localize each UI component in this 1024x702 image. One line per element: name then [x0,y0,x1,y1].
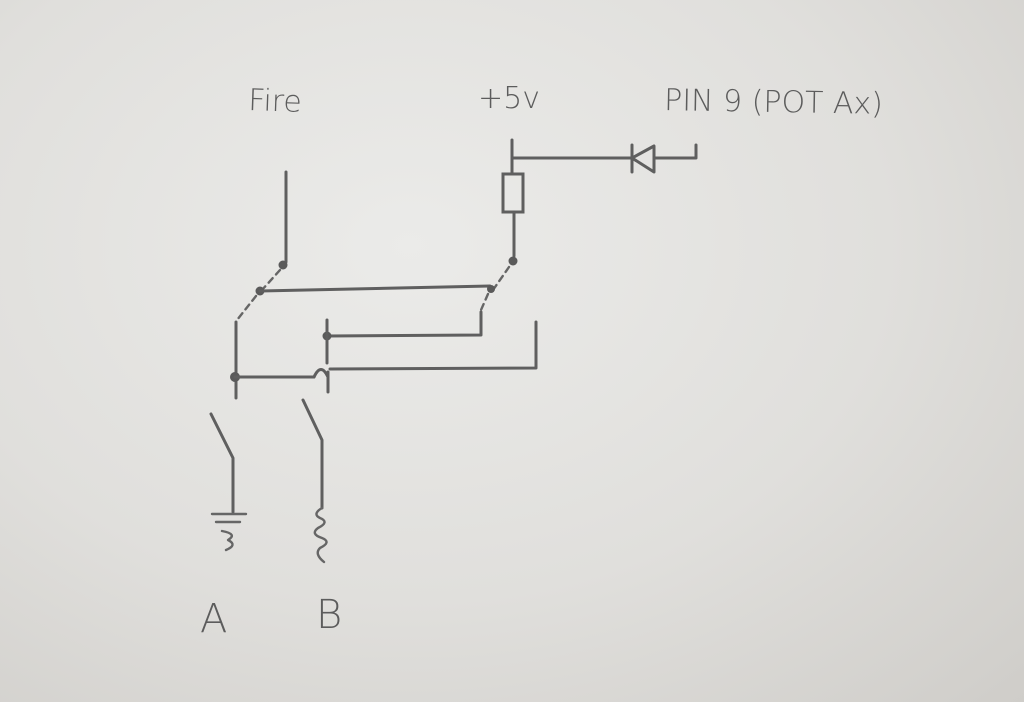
vcc-resistor [491,138,525,292]
switch-network [230,310,538,400]
switch-bar [235,284,495,322]
output-b-branch [301,398,328,564]
pin-label: PIN 9 (POT Ax) [664,83,883,122]
fire-label: Fire [248,83,303,120]
fire-wire [260,170,288,292]
output-b-label: B [316,592,342,638]
output-a-branch [209,412,248,552]
output-a-label: A [200,596,227,642]
diode [511,143,698,174]
vcc-label: +5v [478,81,540,116]
